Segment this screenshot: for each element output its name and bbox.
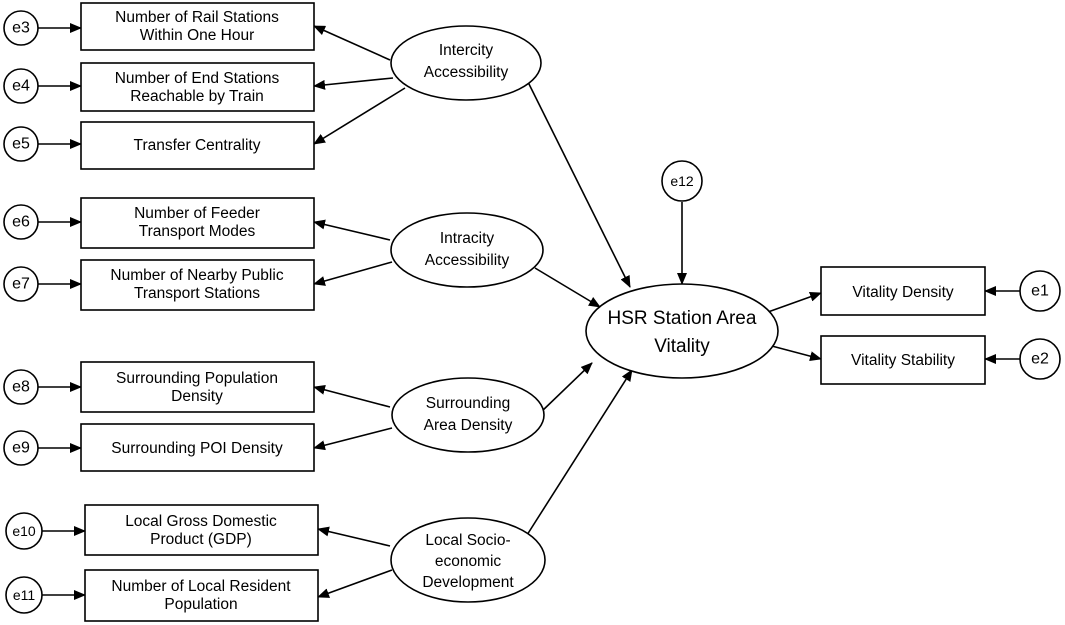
edge-socioeconomic-gdp <box>317 526 391 547</box>
box-vitality-density: Vitality Density <box>820 266 986 316</box>
edge-hsr-vitality-stability <box>767 344 822 362</box>
edge-intracity-feeder-modes <box>313 219 391 241</box>
box-feeder-modes-line1: Number of Feeder <box>134 205 260 222</box>
edge-socioeconomic-resident-population <box>317 569 393 598</box>
box-gdp-line2: Product (GDP) <box>150 531 252 548</box>
latent-surrounding-line1: Surrounding <box>426 395 510 412</box>
box-resident-population: Number of Local Resident Population <box>84 569 319 622</box>
latent-socioeconomic-development: Local Socio- economic Development <box>390 517 546 603</box>
error-e4-label: e4 <box>12 78 30 95</box>
box-population-density-line2: Density <box>171 388 223 405</box>
error-e11: e11 <box>5 576 43 614</box>
box-gdp-line1: Local Gross Domestic <box>125 513 277 530</box>
error-e2-label: e2 <box>1031 351 1049 368</box>
edge-intercity-transfer-centrality <box>313 87 406 145</box>
error-e5: e5 <box>3 126 39 162</box>
latent-hsr-line2: Vitality <box>654 336 710 357</box>
box-resident-population-line2: Population <box>164 596 237 613</box>
edge-intercity-hsr <box>525 77 631 288</box>
latent-variables: Intercity Accessibility Intracity Access… <box>390 25 779 603</box>
box-public-transport: Number of Nearby Public Transport Statio… <box>80 259 315 311</box>
error-terms: e3 e4 e5 e6 e7 e8 e9 e10 e11 e12 e1 e2 <box>3 10 1061 614</box>
box-rail-stations-line2: Within One Hour <box>140 27 255 44</box>
latent-surrounding-line2: Area Density <box>424 417 513 434</box>
error-e6: e6 <box>3 204 39 240</box>
error-e6-label: e6 <box>12 214 30 231</box>
edge-surrounding-hsr <box>539 362 593 414</box>
observed-variables: Number of Rail Stations Within One Hour … <box>80 2 986 622</box>
edge-intracity-public-transport <box>313 261 393 286</box>
latent-socioeconomic-line1: Local Socio- <box>425 532 510 549</box>
error-e3-label: e3 <box>12 20 30 37</box>
latent-hsr-station-area-vitality: HSR Station Area Vitality <box>585 283 779 379</box>
latent-socioeconomic-line3: Development <box>422 574 514 591</box>
box-vitality-density-line1: Vitality Density <box>852 284 954 301</box>
box-transfer-centrality: Transfer Centrality <box>80 121 315 170</box>
error-e12-label: e12 <box>670 173 694 189</box>
error-e9: e9 <box>3 430 39 466</box>
latent-intracity-line2: Accessibility <box>425 252 510 269</box>
box-gdp: Local Gross Domestic Product (GDP) <box>84 504 319 556</box>
box-poi-density-line1: Surrounding POI Density <box>111 440 283 457</box>
error-e7-label: e7 <box>12 276 30 293</box>
latent-intracity-line1: Intracity <box>440 230 495 247</box>
error-e4: e4 <box>3 68 39 104</box>
latent-intracity-accessibility: Intracity Accessibility <box>390 212 544 288</box>
box-population-density: Surrounding Population Density <box>80 361 315 413</box>
error-e10: e10 <box>5 512 43 550</box>
box-rail-stations-line1: Number of Rail Stations <box>115 9 279 26</box>
error-e8-label: e8 <box>12 379 30 396</box>
box-feeder-modes-line2: Transport Modes <box>139 223 256 240</box>
box-rail-stations: Number of Rail Stations Within One Hour <box>80 2 315 51</box>
box-vitality-stability-line1: Vitality Stability <box>851 352 955 369</box>
box-resident-population-line1: Number of Local Resident <box>111 578 291 595</box>
box-population-density-line1: Surrounding Population <box>116 370 278 387</box>
box-poi-density: Surrounding POI Density <box>80 423 315 472</box>
error-e8: e8 <box>3 369 39 405</box>
edge-surrounding-population-density <box>313 384 391 408</box>
box-end-stations: Number of End Stations Reachable by Trai… <box>80 62 315 112</box>
edge-surrounding-poi-density <box>313 427 393 451</box>
box-public-transport-line1: Number of Nearby Public <box>110 267 283 284</box>
edge-intercity-end-stations <box>313 77 394 90</box>
box-transfer-centrality-line1: Transfer Centrality <box>134 137 261 154</box>
edge-intracity-hsr <box>534 267 601 308</box>
box-feeder-modes: Number of Feeder Transport Modes <box>80 197 315 249</box>
latent-intercity-accessibility: Intercity Accessibility <box>390 25 542 101</box>
error-e1: e1 <box>1019 270 1061 312</box>
edge-hsr-vitality-density <box>767 292 822 313</box>
latent-surrounding-area-density: Surrounding Area Density <box>391 377 545 453</box>
error-e12: e12 <box>661 160 703 202</box>
edge-intercity-rail-stations <box>313 25 391 61</box>
error-e9-label: e9 <box>12 440 30 457</box>
error-e7: e7 <box>3 266 39 302</box>
box-vitality-stability: Vitality Stability <box>820 335 986 385</box>
box-end-stations-line2: Reachable by Train <box>130 88 264 105</box>
latent-intercity-line1: Intercity <box>439 42 494 59</box>
error-e1-label: e1 <box>1031 283 1049 300</box>
edge-socioeconomic-hsr <box>526 369 633 536</box>
box-public-transport-line2: Transport Stations <box>134 285 260 302</box>
error-e5-label: e5 <box>12 136 30 153</box>
error-e10-label: e10 <box>12 523 36 539</box>
latent-intercity-line2: Accessibility <box>424 64 509 81</box>
error-e11-label: e11 <box>13 587 36 603</box>
edges <box>38 23 1020 600</box>
error-e2: e2 <box>1019 338 1061 380</box>
box-end-stations-line1: Number of End Stations <box>115 70 280 87</box>
error-e3: e3 <box>3 10 39 46</box>
latent-hsr-line1: HSR Station Area <box>608 308 757 329</box>
latent-socioeconomic-line2: economic <box>435 553 502 570</box>
